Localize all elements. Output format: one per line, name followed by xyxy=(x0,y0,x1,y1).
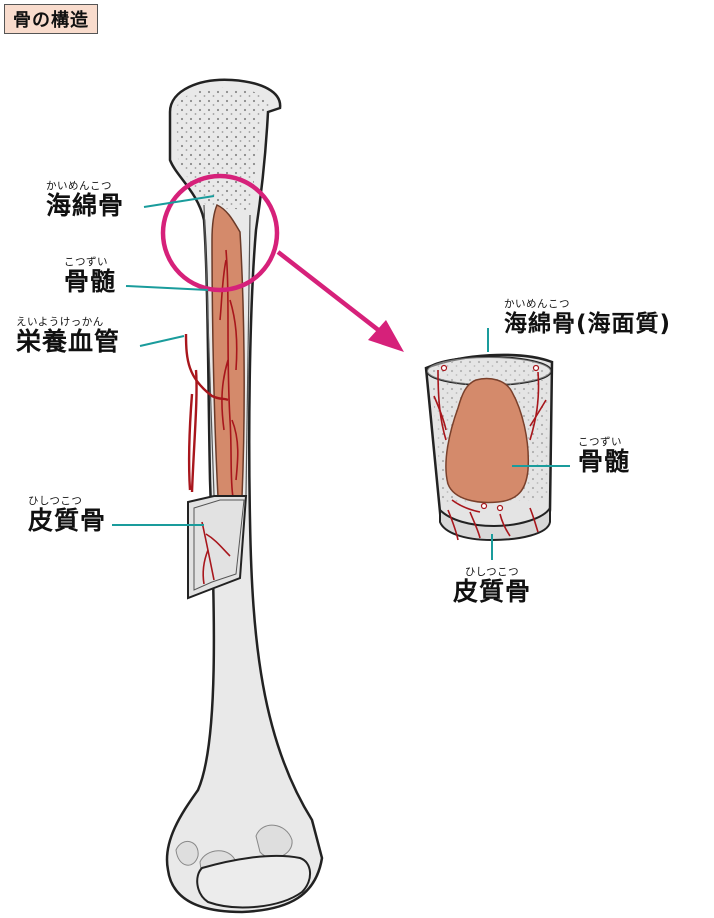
label-spongy-bone-text: 海綿骨 xyxy=(46,191,125,220)
label-zoom-spongy-bone-ruby: かいめんこつ xyxy=(504,298,570,310)
magnify-arrow xyxy=(276,250,388,338)
zoom-vessels xyxy=(433,369,547,541)
label-spongy-bone: かいめんこつ 海綿骨 xyxy=(46,180,124,220)
label-marrow-text: 骨髄 xyxy=(64,267,117,296)
label-marrow: こつずい 骨髄 xyxy=(64,256,116,296)
femur xyxy=(165,78,324,914)
label-zoom-compact-bone-text: 皮質骨 xyxy=(452,577,531,606)
leader-lines xyxy=(112,195,570,560)
label-zoom-spongy-bone: かいめんこつ 海綿骨(海面質) xyxy=(504,298,671,338)
label-spongy-bone-ruby: かいめんこつ xyxy=(46,180,112,192)
leader-vessels xyxy=(139,335,185,347)
label-compact-bone: ひしつこつ 皮質骨 xyxy=(28,495,106,535)
label-zoom-compact-bone-ruby: ひしつこつ xyxy=(464,566,520,578)
zoom-marrow xyxy=(445,377,530,504)
arrow-head xyxy=(368,320,404,352)
label-compact-bone-text: 皮質骨 xyxy=(28,506,107,535)
label-compact-bone-ruby: ひしつこつ xyxy=(28,495,83,507)
label-nutrient-vessels: えいようけっかん 栄養血管 xyxy=(16,316,120,356)
label-marrow-ruby: こつずい xyxy=(64,256,108,268)
nutrient-vessel xyxy=(184,333,229,493)
label-nutrient-vessels-ruby: えいようけっかん xyxy=(16,316,104,328)
magnify-circle xyxy=(160,173,280,293)
label-zoom-spongy-bone-text: 海綿骨(海面質) xyxy=(504,311,672,337)
label-zoom-marrow-text: 骨髄 xyxy=(578,447,631,476)
label-nutrient-vessels-text: 栄養血管 xyxy=(16,327,121,356)
label-zoom-marrow: こつずい 骨髄 xyxy=(578,436,630,476)
label-zoom-compact-bone: ひしつこつ 皮質骨 xyxy=(442,566,542,606)
leader-spongy xyxy=(143,195,215,208)
label-zoom-marrow-ruby: こつずい xyxy=(578,436,622,448)
leader-marrow xyxy=(125,285,209,291)
bone-cross-section xyxy=(424,353,554,542)
page-title: 骨の構造 xyxy=(4,4,98,34)
